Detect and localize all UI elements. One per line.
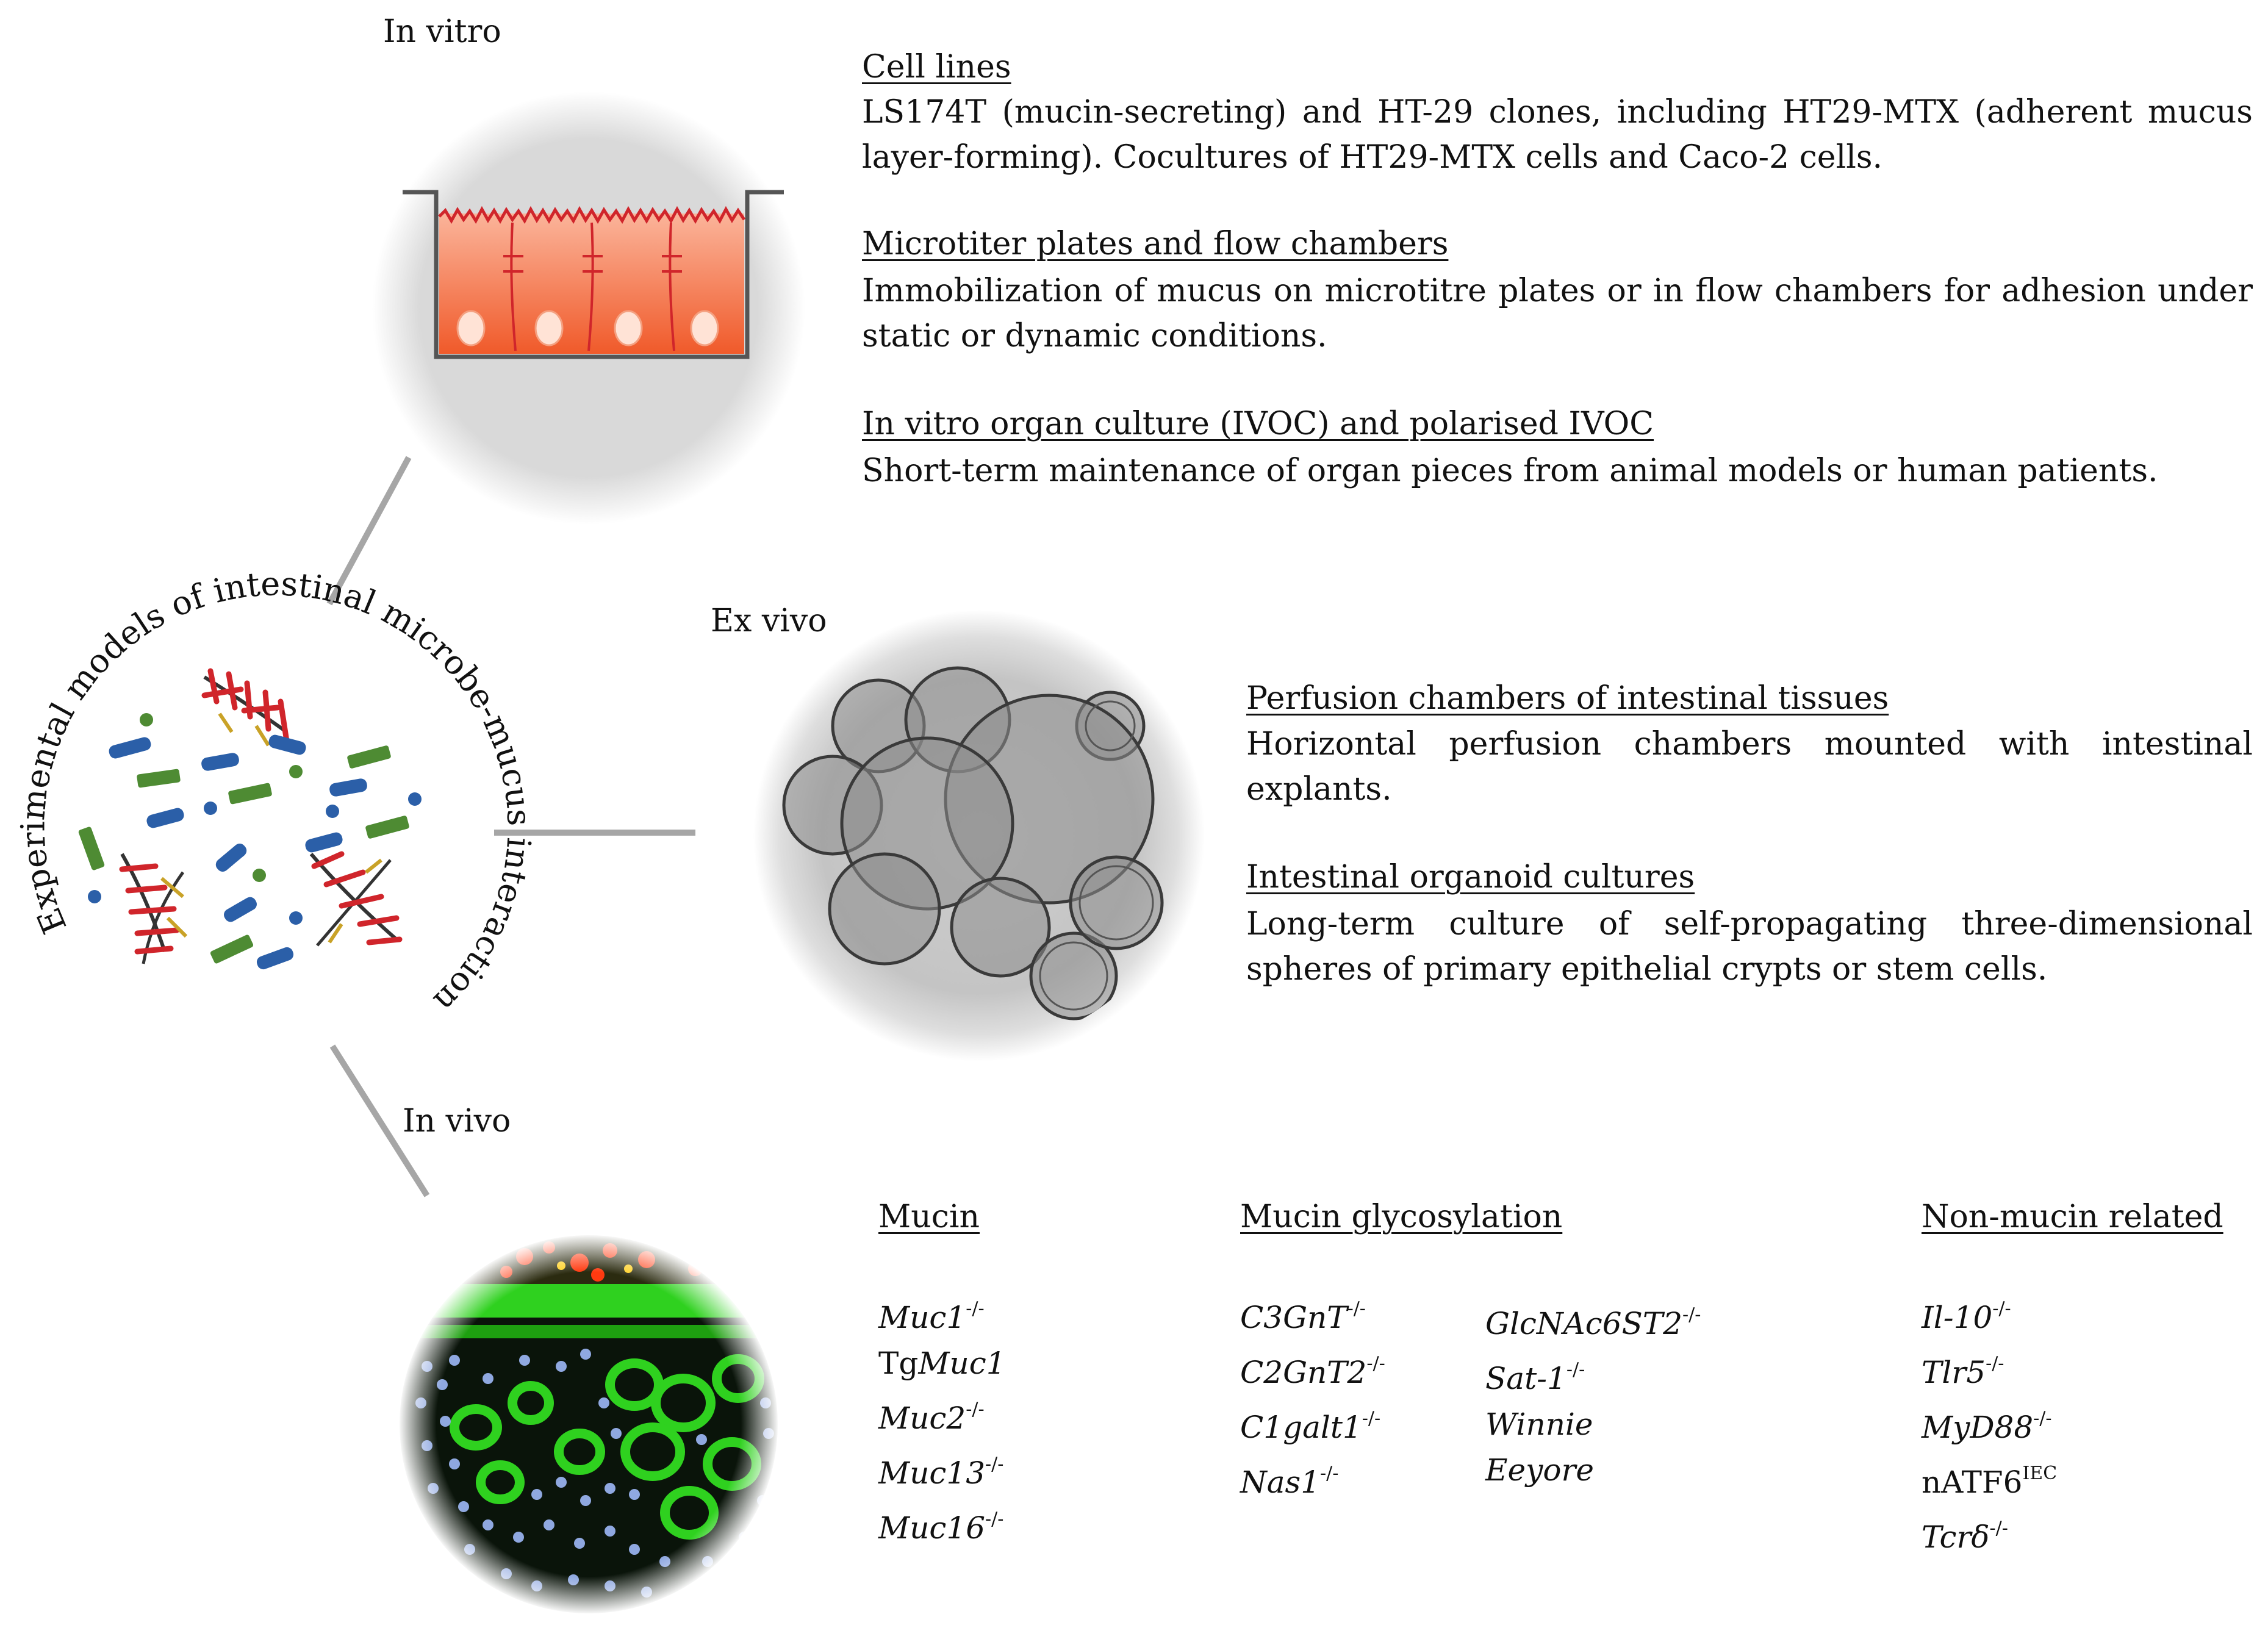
heading-perfusion: Perfusion chambers of intestinal tissues (1246, 680, 1889, 717)
mucin-cluster-icon (201, 668, 290, 747)
label-in-vivo: In vivo (403, 1103, 511, 1139)
list-mucin: Muc1-/- TgMuc1 Muc2-/- Muc13-/- Muc16-/- (878, 1286, 1006, 1551)
label-ex-vivo: Ex vivo (711, 603, 827, 639)
text-microtiter: Immobilization of mucus on microtitre pl… (862, 273, 2253, 354)
bacteria-coccus-icon (326, 805, 339, 818)
gene-item: Tcrδ-/- (1922, 1518, 2008, 1555)
gene-item: C2GnT2-/- (1240, 1353, 1385, 1390)
gene-item: MyD88-/- (1922, 1408, 2052, 1445)
heading-ivoc: In vitro organ culture (IVOC) and polari… (862, 406, 1654, 442)
gene-item: nATF6IEC (1922, 1463, 2058, 1500)
bacteria-coccus-icon (204, 802, 217, 815)
text-organoid: Long-term culture of self-propagating th… (1246, 906, 2253, 988)
list-non-mucin: Il-10-/- Tlr5-/- MyD88-/- nATF6IEC Tcrδ-… (1922, 1286, 2057, 1560)
gene-item: Nas1-/- (1240, 1463, 1339, 1500)
gene-item: Tlr5-/- (1922, 1353, 2004, 1390)
heading-microtiter: Microtiter plates and flow chambers (862, 226, 1449, 262)
in-vivo-tissue-image (398, 1234, 779, 1615)
central-model-circle: Experimental models of intestinal microb… (13, 564, 539, 1020)
gene-item: Muc1-/- (878, 1298, 985, 1335)
bacteria-coccus-icon (88, 890, 101, 903)
in-vitro-illustration (372, 91, 805, 525)
mucin-cluster-icon (309, 851, 403, 947)
bacteria-rod-icon (228, 783, 272, 805)
gene-item: Muc16-/- (878, 1508, 1004, 1546)
bacteria-rod-icon (224, 897, 257, 922)
gene-item: Winnie (1485, 1407, 1593, 1442)
ex-vivo-organoid-image (753, 610, 1205, 1061)
text-cell-lines: LS174T (mucin-secreting) and HT-29 clone… (862, 94, 2253, 176)
gene-item: C3GnT-/- (1240, 1298, 1366, 1335)
bacteria-rod-icon (137, 769, 181, 788)
bacteria-rod-icon (305, 832, 343, 853)
gene-item: Sat-1-/- (1485, 1359, 1585, 1396)
bacteria-rod-icon (347, 745, 391, 769)
bacteria-rod-icon (201, 753, 239, 771)
list-glycosylation-col2: GlcNAc6ST2-/- Sat-1-/- Winnie Eeyore (1485, 1292, 1701, 1493)
mucin-cluster-icon (119, 853, 188, 964)
bacteria-coccus-icon (140, 713, 153, 726)
list-glycosylation-col1: C3GnT-/- C2GnT2-/- C1galt1-/- Nas1-/- (1240, 1286, 1385, 1505)
bacteria-rod-icon (365, 816, 409, 839)
gene-item: C1galt1-/- (1240, 1408, 1381, 1445)
bacteria-coccus-icon (289, 765, 303, 778)
bacteria-rod-icon (146, 808, 184, 828)
label-in-vitro: In vitro (383, 13, 501, 50)
heading-mucin: Mucin (878, 1199, 980, 1235)
heading-cell-lines: Cell lines (862, 49, 1011, 85)
text-ivoc: Short-term maintenance of organ pieces f… (862, 453, 2158, 489)
gene-item: TgMuc1 (878, 1346, 1006, 1381)
bacteria-rod-icon (109, 737, 151, 759)
bacteria-rod-icon (329, 778, 367, 797)
bacteria-rod-icon (210, 934, 254, 964)
connector-in-vitro (326, 456, 412, 606)
bacteria-rod-icon (256, 947, 294, 970)
gene-item: GlcNAc6ST2-/- (1485, 1304, 1701, 1341)
heading-glycosylation: Mucin glycosylation (1240, 1199, 1563, 1235)
heading-non-mucin: Non-mucin related (1922, 1199, 2223, 1235)
gene-item: Muc2-/- (878, 1399, 985, 1436)
bacteria-coccus-icon (289, 911, 303, 925)
connector-in-vivo (329, 1044, 430, 1197)
bacteria-rod-icon (268, 734, 306, 755)
heading-organoid: Intestinal organoid cultures (1246, 859, 1695, 895)
bacteria-rod-icon (215, 844, 247, 872)
gene-item: Eeyore (1485, 1452, 1594, 1488)
bacteria-coccus-icon (253, 869, 266, 882)
bacteria-rod-icon (78, 827, 105, 870)
text-perfusion: Horizontal perfusion chambers mounted wi… (1246, 726, 2253, 808)
gene-item: Il-10-/- (1922, 1298, 2011, 1335)
bacteria-coccus-icon (408, 792, 422, 806)
gene-item: Muc13-/- (878, 1454, 1004, 1491)
